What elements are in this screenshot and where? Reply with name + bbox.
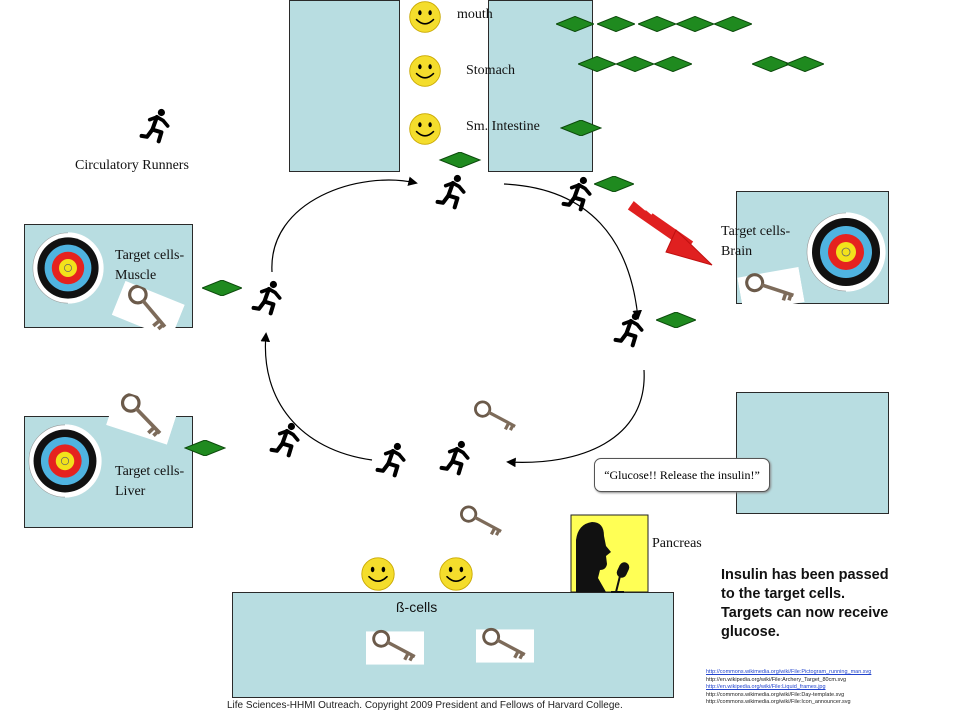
insulin-key-icon [105, 389, 179, 446]
glucose-diamond-icon [638, 16, 676, 32]
reference-link[interactable]: http://commons.wikimedia.org/wiki/File:I… [706, 699, 851, 706]
insulin-key-icon [366, 628, 424, 667]
circulation-arrows [260, 176, 645, 468]
circulatory-runners-label: Circulatory Runners [75, 158, 189, 173]
glucose-diamond-icon [594, 176, 634, 192]
glucose-diamond-icon [597, 16, 635, 32]
beta-cells-label: ß-cells [396, 599, 438, 615]
references-list: http://commons.wikimedia.org/wiki/File:P… [706, 669, 871, 707]
insulin-key-icon [468, 398, 524, 436]
arrow-bottom-right [506, 369, 645, 468]
beta-cells-box [232, 592, 674, 698]
runner-icon [272, 423, 298, 455]
small-intestine-label: Sm. Intestine [466, 119, 540, 134]
brain-label-line1: Target cells- [721, 224, 791, 239]
runner-icon [442, 441, 468, 473]
runner-icon [438, 175, 464, 207]
glucose-diamond-icon [654, 56, 692, 72]
glucose-diamond-icon [439, 152, 481, 168]
brain-target-icon [806, 212, 886, 292]
glucose-diamond-icon [184, 440, 226, 456]
arrow-top-right [503, 183, 642, 320]
explanation-note: Insulin has been passed to the target ce… [721, 567, 889, 640]
insulin-key-icon [111, 280, 186, 340]
muscle-label-line1: Target cells- [115, 248, 185, 263]
glucose-diamond-icon [616, 56, 654, 72]
reference-link[interactable]: http://commons.wikimedia.org/wiki/File:D… [706, 691, 845, 698]
pancreas-announcer-icon [570, 514, 649, 593]
smiley-icon [360, 556, 396, 592]
runner-icon [142, 109, 168, 141]
glucose-diamond-icon [656, 312, 696, 328]
liver-target-icon [28, 424, 102, 498]
glucose-diamond-icon [556, 16, 594, 32]
muscle-target-icon [32, 232, 104, 304]
glucose-diamond-icon [202, 280, 242, 296]
insulin-key-icon [454, 502, 510, 541]
glucose-diamond-icon [578, 56, 616, 72]
mouth-organ-box-left [289, 0, 400, 172]
smiley-icon [408, 112, 442, 146]
mouth-label: mouth [457, 7, 493, 22]
glucose-diamond-icon [560, 120, 602, 136]
reference-link[interactable]: http://commons.wikimedia.org/wiki/File:P… [706, 669, 872, 675]
reference-link[interactable]: http://en.wikipedia.org/wiki/File:Liquid… [706, 684, 826, 691]
smiley-icon [438, 556, 474, 592]
runner-icon [254, 281, 280, 313]
smiley-icon [408, 54, 442, 88]
pancreas-label: Pancreas [652, 536, 702, 551]
copyright-footer: Life Sciences-HHMI Outreach. Copyright 2… [227, 700, 623, 711]
glucose-diamond-icon [752, 56, 790, 72]
glucose-diamond-icon [676, 16, 714, 32]
runner-icon [378, 443, 404, 475]
arrow-top-left [271, 176, 418, 273]
liver-label-line2: Liver [115, 484, 146, 499]
muscle-label-line2: Muscle [115, 268, 157, 283]
insulin-key-icon [476, 626, 534, 665]
insulin-key-icon [736, 264, 805, 315]
liver-label-line1: Target cells- [115, 464, 185, 479]
red-arrow-to-brain [627, 199, 713, 266]
target-box-empty [736, 392, 889, 514]
speech-bubble: “Glucose!! Release the insulin!” [594, 458, 770, 492]
reference-link[interactable]: http://en.wikipedia.org/wiki/File:Archer… [706, 676, 847, 683]
smiley-icon [408, 0, 442, 34]
brain-label-line2: Brain [721, 244, 753, 259]
arrow-bottom-left [260, 332, 373, 461]
glucose-diamond-icon [786, 56, 824, 72]
glucose-diamond-icon [714, 16, 752, 32]
runner-icon [616, 313, 642, 345]
stomach-label: Stomach [466, 63, 515, 78]
